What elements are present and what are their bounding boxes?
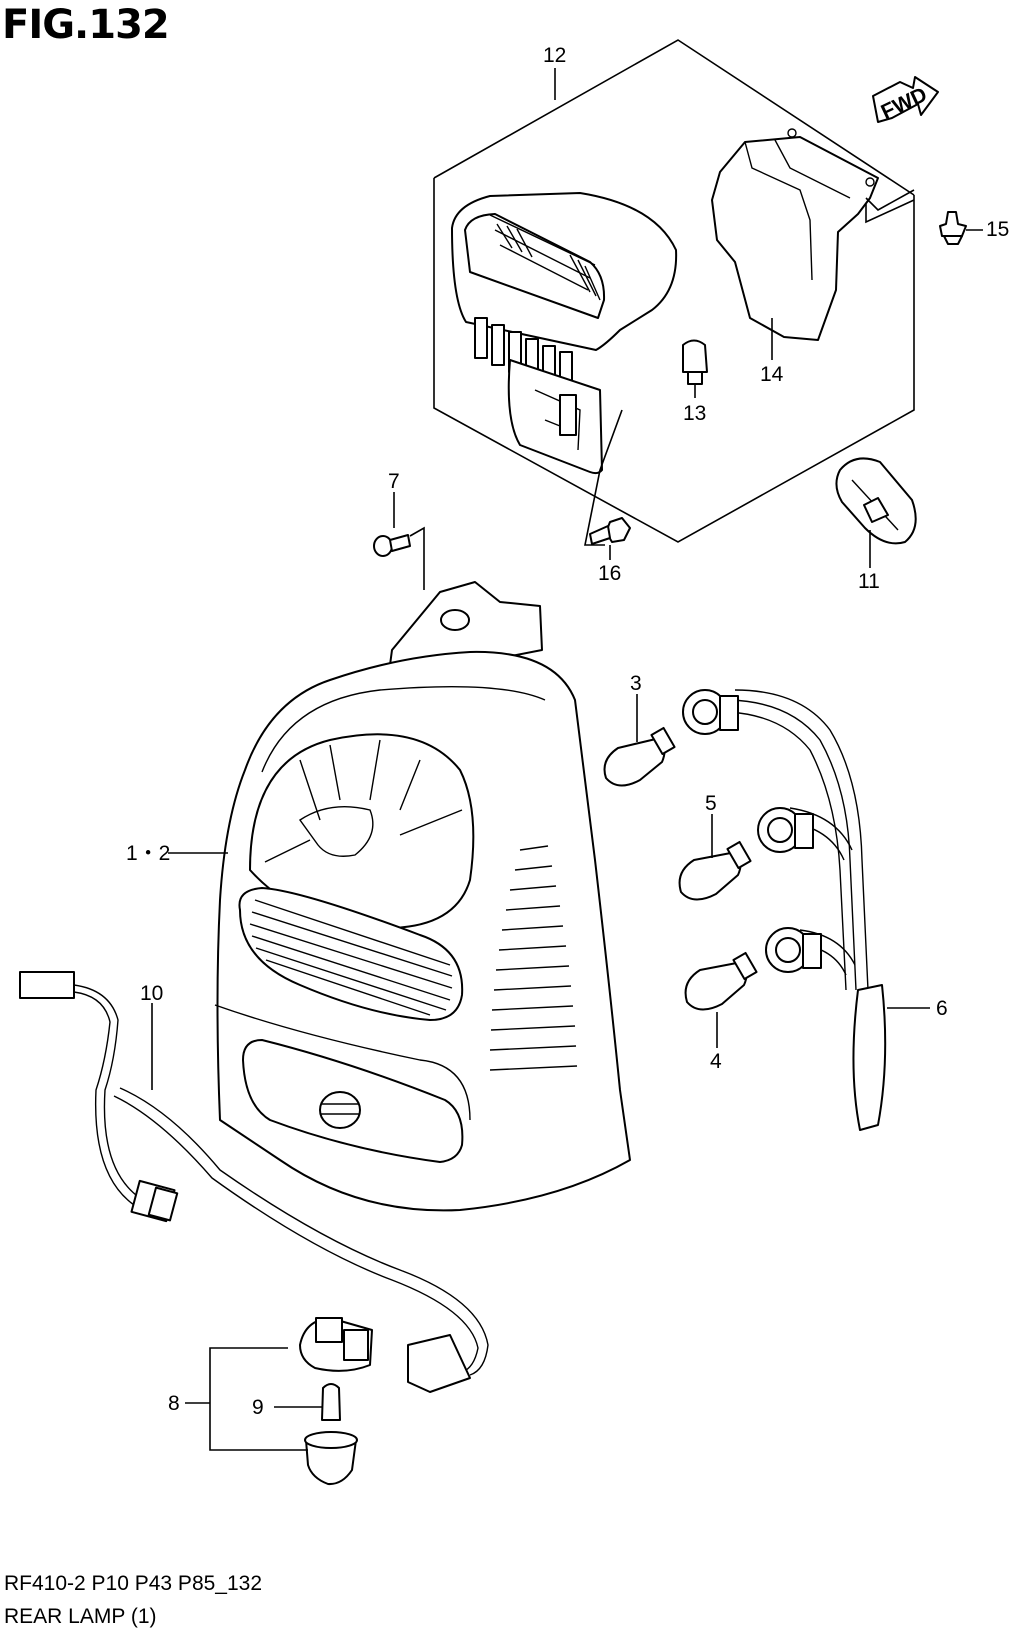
callout-3: 3 — [630, 672, 642, 695]
diagram-code: RF410-2 P10 P43 P85_132 — [4, 1572, 263, 1595]
callout-15: 15 — [986, 218, 1009, 241]
callout-8: 8 — [168, 1392, 180, 1415]
callout-9: 9 — [252, 1396, 264, 1419]
callout-10: 10 — [140, 982, 163, 1005]
callout-6: 6 — [936, 997, 948, 1020]
rear-combination-lamp — [214, 581, 631, 1212]
license-socket-assembly — [299, 1317, 373, 1486]
callout-labels: 12 15 14 13 7 16 11 3 5 1・2 10 6 4 8 9 — [126, 44, 1009, 1419]
callout-16: 16 — [598, 562, 621, 585]
fwd-arrow-icon: FWD — [872, 76, 939, 124]
callout-5: 5 — [705, 792, 717, 815]
lamp-cover — [711, 128, 879, 341]
callout-4: 4 — [710, 1050, 722, 1073]
clip-fastener-icon — [939, 211, 967, 245]
callout-14: 14 — [760, 363, 784, 386]
callout-13: 13 — [683, 402, 706, 425]
wire-harness — [19, 971, 489, 1393]
bulb-4-icon — [684, 951, 758, 1011]
bolt-icon — [589, 517, 631, 545]
callout-12: 12 — [543, 44, 566, 67]
screw-icon — [373, 534, 411, 557]
diagram-caption: REAR LAMP (1) — [4, 1605, 157, 1628]
figure-title: FIG.132 — [2, 2, 170, 48]
bulb-5-icon — [678, 840, 752, 901]
callout-7: 7 — [388, 470, 400, 493]
leader-lines — [151, 68, 983, 1451]
side-marker-lens — [835, 457, 917, 545]
callout-11: 11 — [858, 570, 880, 593]
assembly-boundary — [433, 39, 915, 543]
high-mount-stop-lamp — [451, 192, 678, 475]
bulb-3-icon — [603, 726, 676, 787]
callout-1-2: 1・2 — [126, 842, 170, 865]
socket-harness — [682, 689, 887, 1131]
bulb-wedge-small-icon — [682, 339, 708, 385]
